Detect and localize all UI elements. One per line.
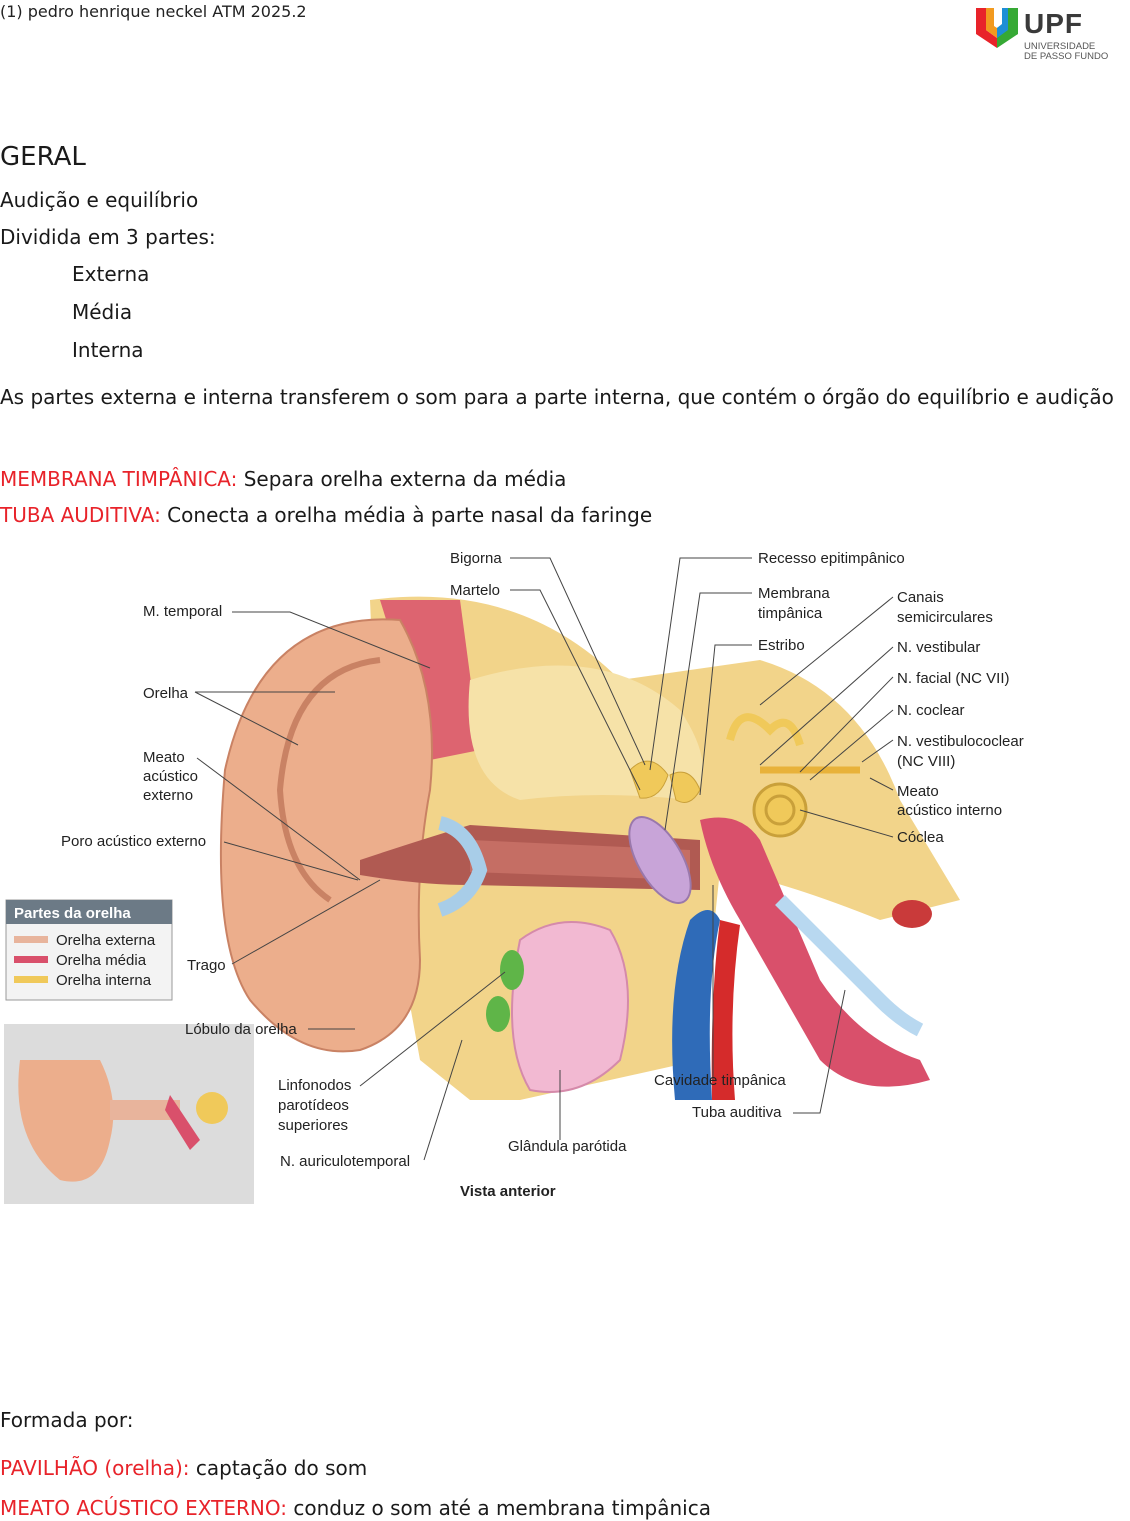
label-meato-externo: externo	[143, 787, 193, 804]
label-meato-interno: acústico interno	[897, 802, 1002, 819]
definition-tuba: TUBA AUDITIVA: Conecta a orelha média à …	[0, 503, 652, 527]
legend-item: Orelha interna	[56, 972, 152, 989]
parotid-gland	[512, 922, 628, 1092]
legend-swatch-media	[14, 956, 48, 963]
legend-swatch-externa	[14, 936, 48, 943]
label-tuba: Tuba auditiva	[692, 1104, 782, 1121]
lymph-node	[486, 996, 510, 1032]
legend-title: Partes da orelha	[14, 905, 131, 922]
label-vista: Vista anterior	[460, 1183, 556, 1200]
label-n-auriculotemporal: N. auriculotemporal	[280, 1153, 410, 1170]
label-n-coclear: N. coclear	[897, 702, 965, 719]
definition-text: Separa orelha externa da média	[237, 467, 566, 491]
label-m-temporal: M. temporal	[143, 603, 222, 620]
label-linfonodos: superiores	[278, 1117, 348, 1134]
internal-carotid	[892, 900, 932, 928]
label-n-vestibular: N. vestibular	[897, 639, 980, 656]
definition-term: MEMBRANA TIMPÂNICA:	[0, 467, 237, 491]
label-coclea: Cóclea	[897, 829, 944, 846]
definition-text: captação do som	[190, 1456, 368, 1480]
document-header: (1) pedro henrique neckel ATM 2025.2	[0, 2, 307, 21]
definition-term: TUBA AUDITIVA:	[0, 503, 161, 527]
text-line: Audição e equilíbrio	[0, 188, 198, 212]
definition-text: conduz o som até a membrana timpânica	[287, 1496, 711, 1520]
legend-item: Orelha média	[56, 952, 147, 969]
label-n-vestibulococlear: (NC VIII)	[897, 753, 955, 770]
inset-ear-overview	[4, 1024, 254, 1204]
definition-meato: MEATO ACÚSTICO EXTERNO: conduz o som até…	[0, 1496, 711, 1520]
label-trago: Trago	[187, 957, 226, 974]
legend-item: Orelha externa	[56, 932, 156, 949]
upf-logo-mark-icon	[974, 4, 1020, 48]
label-recesso: Recesso epitimpânico	[758, 550, 905, 567]
upf-logo: UPF UNIVERSIDADE DE PASSO FUNDO	[974, 4, 1110, 62]
label-meato-externo: Meato	[143, 749, 185, 766]
lymph-node	[500, 950, 524, 990]
legend-swatch-interna	[14, 976, 48, 983]
section-heading: GERAL	[0, 142, 86, 172]
label-canais: Canais	[897, 589, 944, 606]
label-membrana: timpânica	[758, 605, 823, 622]
logo-subtitle: UNIVERSIDADE DE PASSO FUNDO	[1024, 42, 1108, 62]
label-poro: Poro acústico externo	[61, 833, 206, 850]
list-item: Interna	[72, 338, 144, 362]
definition-term: PAVILHÃO (orelha):	[0, 1456, 190, 1480]
label-membrana: Membrana	[758, 585, 830, 602]
label-glandula: Glândula parótida	[508, 1138, 627, 1155]
paragraph: As partes externa e interna transferem o…	[0, 379, 1120, 415]
label-meato-externo: acústico	[143, 768, 198, 785]
label-linfonodos: Linfonodos	[278, 1077, 351, 1094]
list-item: Média	[72, 300, 132, 324]
label-estribo: Estribo	[758, 637, 805, 654]
cochlea	[754, 784, 806, 836]
label-canais: semicirculares	[897, 609, 993, 626]
label-meato-interno: Meato	[897, 783, 939, 800]
label-orelha: Orelha	[143, 685, 189, 702]
definition-term: MEATO ACÚSTICO EXTERNO:	[0, 1496, 287, 1520]
definition-pavilhao: PAVILHÃO (orelha): captação do som	[0, 1456, 367, 1480]
label-linfonodos: parotídeos	[278, 1097, 349, 1114]
label-n-vestibulococlear: N. vestibulococlear	[897, 733, 1024, 750]
definition-membrana: MEMBRANA TIMPÂNICA: Separa orelha extern…	[0, 467, 566, 491]
label-martelo: Martelo	[450, 582, 500, 599]
label-bigorna: Bigorna	[450, 550, 502, 567]
label-n-facial: N. facial (NC VII)	[897, 670, 1010, 687]
label-lobulo: Lóbulo da orelha	[185, 1021, 297, 1038]
label-cavidade: Cavidade timpânica	[654, 1072, 786, 1089]
list-item: Externa	[72, 262, 149, 286]
ear-anatomy-figure: Partes da orelha Orelha externa Orelha m…	[0, 540, 1130, 1220]
logo-wordmark: UPF	[1024, 8, 1083, 40]
definition-text: Conecta a orelha média à parte nasal da …	[161, 503, 652, 527]
text-line: Dividida em 3 partes:	[0, 225, 216, 249]
legend: Partes da orelha Orelha externa Orelha m…	[6, 900, 172, 1000]
text-line: Formada por:	[0, 1408, 134, 1432]
